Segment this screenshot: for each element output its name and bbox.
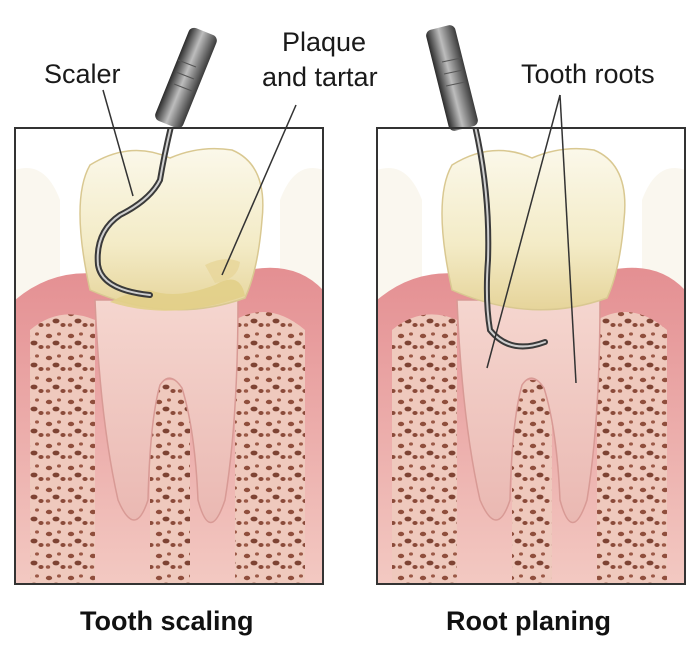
tooth-root — [456, 299, 601, 523]
root-planing-panel — [376, 25, 686, 585]
tooth-scaling-caption: Tooth scaling — [80, 606, 254, 636]
tooth-crown — [441, 147, 626, 311]
tooth-root — [94, 299, 239, 523]
plaque-label-line2: and tartar — [262, 62, 378, 92]
tooth-scaling-panel — [14, 27, 324, 585]
right-frame — [376, 127, 686, 585]
plaque-label-line1: Plaque — [282, 27, 367, 57]
left-frame — [14, 127, 324, 585]
plaque-leader — [221, 104, 297, 276]
root-planing-caption: Root planing — [446, 606, 611, 636]
scaler-label: Scaler — [44, 59, 121, 89]
scaler-leader — [102, 89, 134, 197]
roots-leader-left — [486, 94, 561, 369]
tooth-roots-label: Tooth roots — [521, 59, 655, 89]
roots-leader-right — [559, 94, 577, 384]
plaque-deposit — [110, 279, 245, 311]
